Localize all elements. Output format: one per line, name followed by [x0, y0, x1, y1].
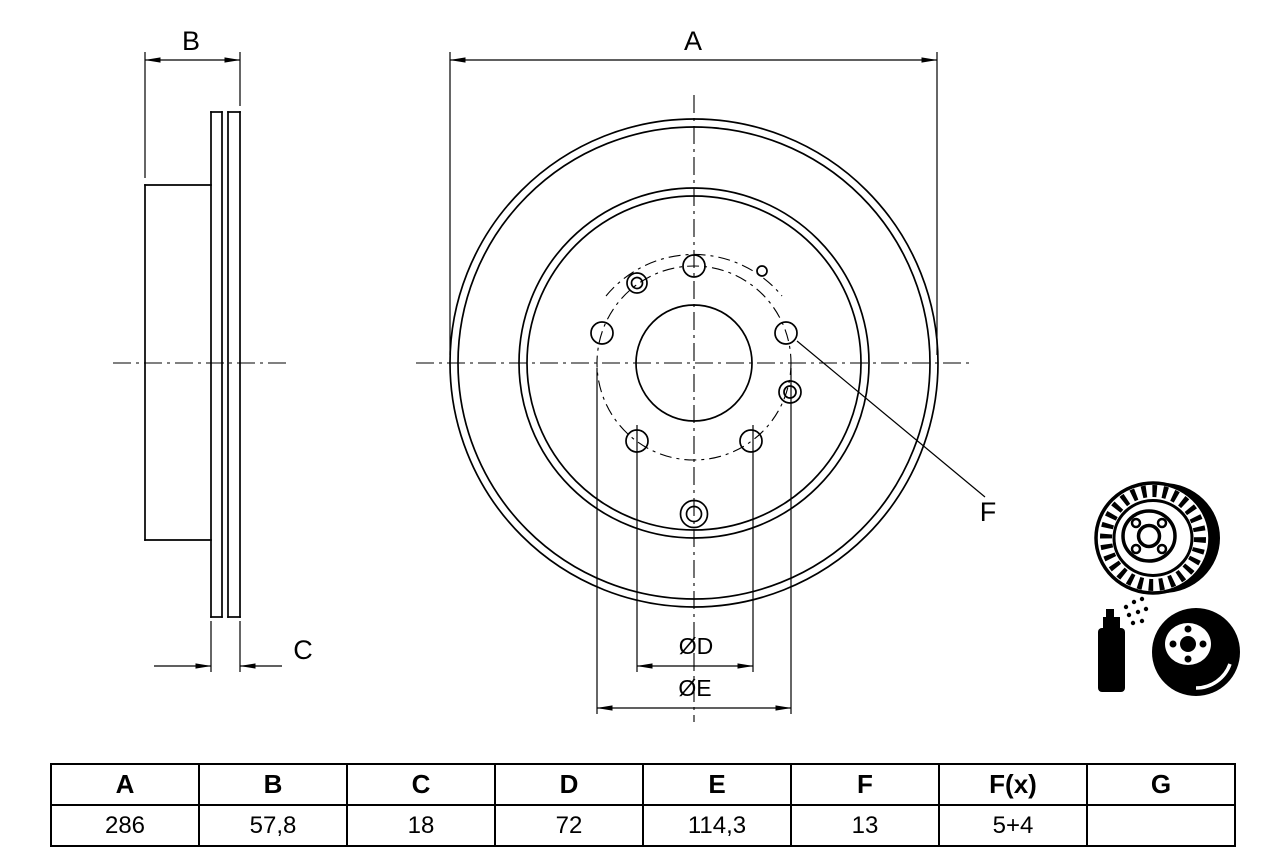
disc-edge-highlight	[1195, 663, 1232, 690]
table-header-F: F	[790, 763, 940, 806]
table-value-G	[1086, 804, 1236, 847]
lug-hole	[1156, 517, 1168, 529]
label-A: A	[684, 26, 702, 56]
lug-hole	[1156, 543, 1168, 555]
lug-hole	[1169, 640, 1177, 648]
lug-hole	[1184, 625, 1192, 633]
table-header-E: E	[642, 763, 792, 806]
table-value-F: 13	[790, 804, 940, 847]
hat-inner-circle	[526, 195, 862, 531]
label-E: ØE	[678, 675, 711, 701]
bolt-circle-centerline	[596, 265, 792, 461]
bolt-hole	[739, 429, 763, 453]
hub-bore	[1136, 523, 1162, 549]
table-value-A: 286	[50, 804, 200, 847]
center-bore-circle	[635, 304, 753, 422]
secondary-hole	[626, 272, 648, 294]
centerlines	[113, 95, 972, 722]
table-value-Fx: 5+4	[938, 804, 1088, 847]
table-header-Fx: F(x)	[938, 763, 1088, 806]
label-B: B	[182, 26, 200, 56]
spray-coating-icon	[1098, 596, 1240, 696]
outer-chamfer-circle	[457, 126, 931, 600]
table-header-C: C	[346, 763, 496, 806]
secondary-hole	[685, 505, 703, 523]
lug-hole	[1199, 640, 1207, 648]
spray-can-cap	[1103, 617, 1120, 629]
lug-hole	[1184, 655, 1192, 663]
dimension-table: A B C D E F F(x) G 286 57,8 18 72 114,3 …	[50, 763, 1236, 847]
secondary-hole	[756, 265, 768, 277]
table-header-G: G	[1086, 763, 1236, 806]
hub-bore	[1180, 636, 1196, 652]
table-value-D: 72	[494, 804, 644, 847]
dimensions	[144, 52, 986, 714]
lug-hole	[1130, 543, 1142, 555]
table-header-D: D	[494, 763, 644, 806]
table-value-row: 286 57,8 18 72 114,3 13 5+4	[50, 804, 1236, 847]
leader-line-F	[796, 340, 986, 498]
table-header-row: A B C D E F F(x) G	[50, 763, 1236, 806]
secondary-hole	[778, 380, 802, 404]
front-view	[449, 118, 939, 608]
table-value-B: 57,8	[198, 804, 348, 847]
hat-outer-circle	[518, 187, 870, 539]
bolt-hole	[682, 254, 706, 278]
bolt-hole	[774, 321, 798, 345]
vent-slots	[1100, 485, 1206, 591]
spray-can-body	[1098, 628, 1125, 692]
secondary-hole	[783, 385, 797, 399]
lug-hole	[1130, 517, 1142, 529]
spray-can-nozzle	[1106, 609, 1114, 617]
label-D: ØD	[679, 633, 714, 659]
side-view	[144, 111, 241, 618]
label-C: C	[293, 635, 313, 665]
secondary-hole	[630, 276, 644, 290]
table-header-A: A	[50, 763, 200, 806]
secondary-hole	[679, 499, 709, 529]
dimension-labels: A B C ØD ØE F	[182, 26, 996, 701]
bolt-hole	[590, 321, 614, 345]
outer-diameter-circle	[449, 118, 939, 608]
brake-disc-3d-icon	[1094, 481, 1220, 595]
spray-mist	[1123, 596, 1149, 626]
table-value-E: 114,3	[642, 804, 792, 847]
label-F: F	[980, 497, 997, 527]
table-header-B: B	[198, 763, 348, 806]
table-value-C: 18	[346, 804, 496, 847]
